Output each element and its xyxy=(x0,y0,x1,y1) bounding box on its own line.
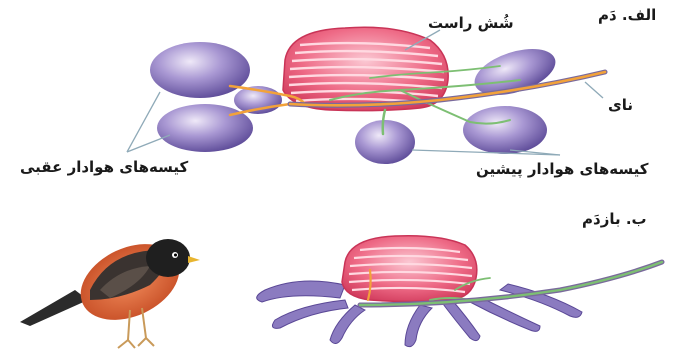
posterior-air-sac-lower xyxy=(157,104,253,152)
anterior-air-sacs-label: کیسه‌های هوادار پیشین xyxy=(476,160,649,178)
inhale-diagram xyxy=(127,27,605,164)
robin-bird xyxy=(20,229,200,348)
part-b-title: ب. بازدَم xyxy=(582,210,647,228)
trachea-label: نای xyxy=(608,96,633,114)
posterior-air-sac-upper xyxy=(150,42,250,98)
anterior-air-sac-lower xyxy=(463,106,547,154)
anterior-air-sac-bottom xyxy=(355,120,415,164)
exhale-diagram xyxy=(257,236,662,347)
part-a-title: الف. دَم xyxy=(598,6,656,24)
posterior-air-sacs-label: کیسه‌های هوادار عقبی xyxy=(20,158,188,176)
right-lung-label: شُش راست xyxy=(428,14,514,32)
